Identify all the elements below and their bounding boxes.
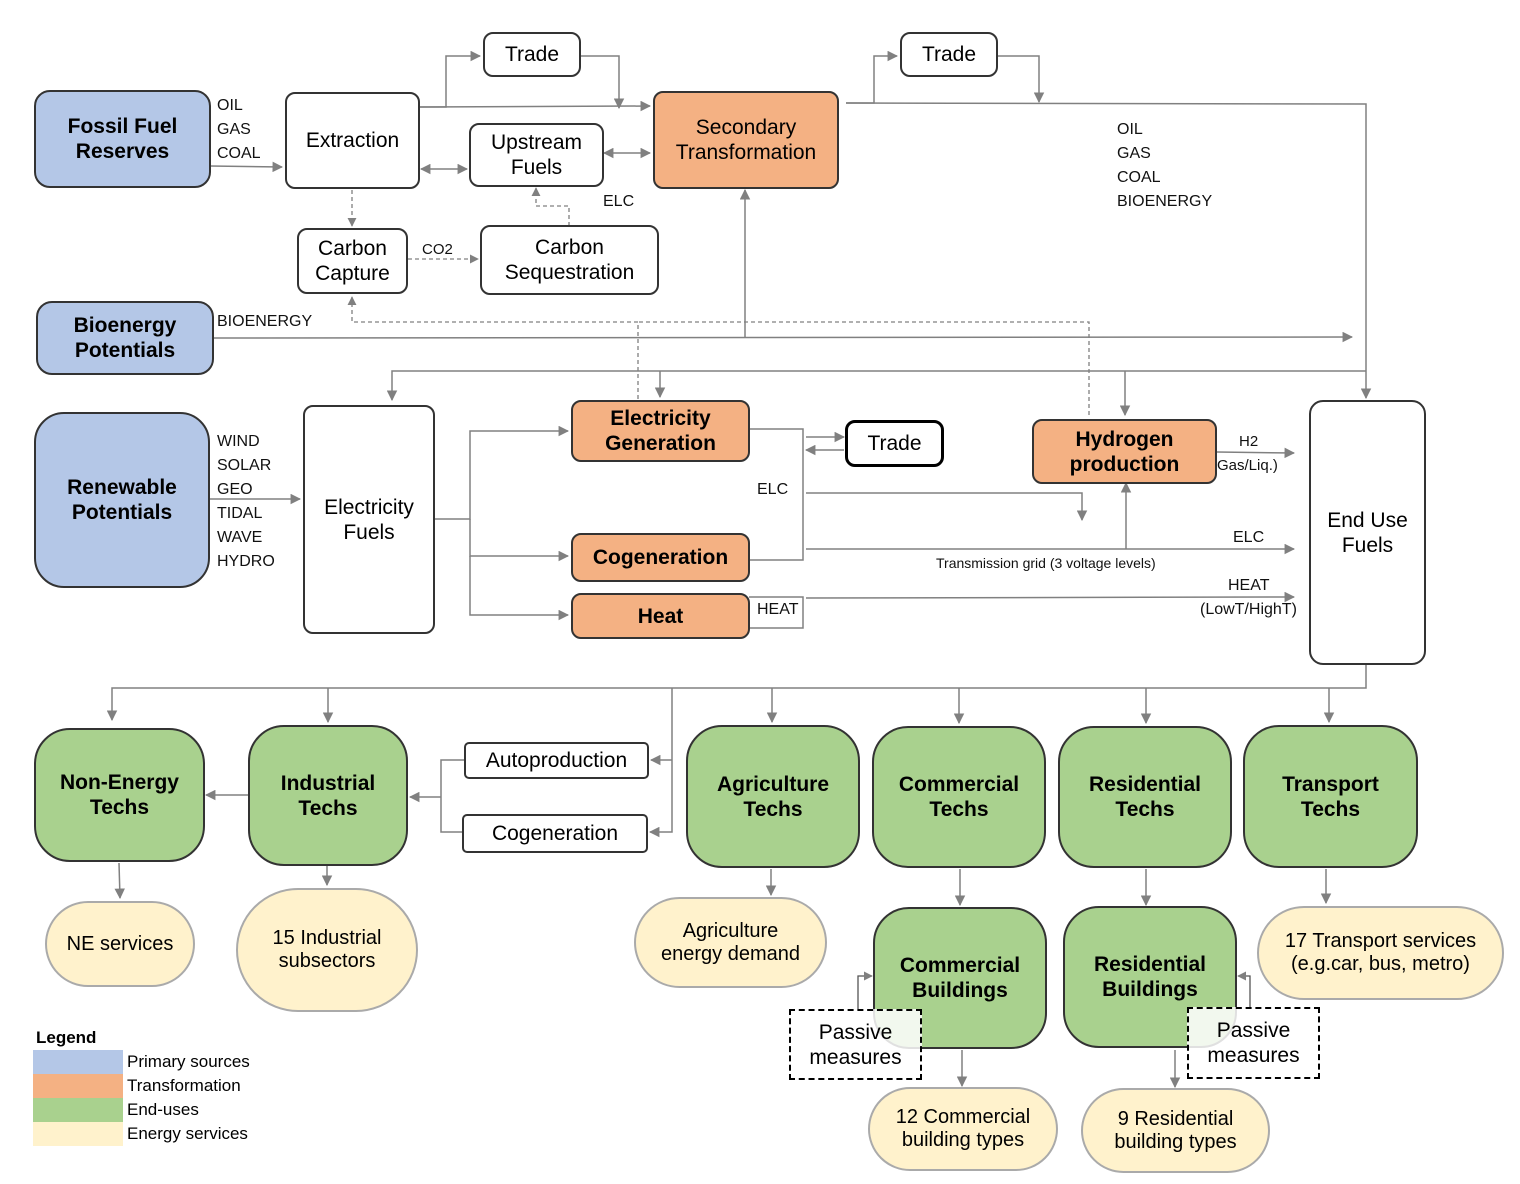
transport-services-node: 17 Transport services (e.g.car, bus, met… <box>1257 906 1504 1000</box>
carbon-capture-node: Carbon Capture <box>297 228 408 294</box>
trade-node-3: Trade <box>845 420 944 467</box>
agriculture-techs-node: Agriculture Techs <box>686 725 860 868</box>
heat-in-label: HEAT <box>757 601 799 618</box>
heat-out-label: HEAT <box>1228 577 1270 594</box>
legend-label-end-uses: End-uses <box>127 1100 199 1119</box>
hydrogen-production-node: Hydrogen production <box>1032 419 1217 484</box>
ne-services-node: NE services <box>45 901 195 987</box>
fossil-fuel-reserves-node: Fossil Fuel Reserves <box>34 90 211 188</box>
transport-techs-node: Transport Techs <box>1243 725 1418 868</box>
residential-techs-node: Residential Techs <box>1058 726 1232 868</box>
heat-levels-label: (LowT/HighT) <box>1200 601 1297 618</box>
legend-label-primary: Primary sources <box>127 1052 250 1071</box>
upstream-fuels-node: Upstream Fuels <box>469 123 604 187</box>
renewable-types-label: WIND SOLAR GEO TIDAL WAVE HYDRO <box>217 433 275 570</box>
non-energy-techs-node: Non-Energy Techs <box>34 728 205 862</box>
renewable-potentials-node: Renewable Potentials <box>34 412 210 588</box>
elc-upstream-label: ELC <box>603 193 635 210</box>
cogeneration-white-node: Cogeneration <box>462 814 648 853</box>
industrial-subsectors-node: 15 Industrial subsectors <box>236 888 418 1012</box>
elc-grid-label: ELC <box>1233 529 1265 546</box>
commercial-techs-node: Commercial Techs <box>872 726 1046 868</box>
industrial-techs-node: Industrial Techs <box>248 725 408 866</box>
commercial-building-types-node: 12 Commercial building types <box>868 1087 1058 1171</box>
co2-label: CO2 <box>422 241 453 258</box>
cogeneration-orange-node: Cogeneration <box>571 533 750 582</box>
legend-swatch-end-uses <box>33 1098 123 1122</box>
bioenergy-potentials-node: Bioenergy Potentials <box>36 301 214 375</box>
electricity-generation-node: Electricity Generation <box>571 400 750 462</box>
carbon-sequestration-node: Carbon Sequestration <box>480 225 659 295</box>
legend-swatch-transformation <box>33 1074 123 1098</box>
residential-building-types-node: 9 Residential building types <box>1081 1088 1270 1173</box>
agriculture-demand-node: Agriculture energy demand <box>634 897 827 988</box>
heat-node: Heat <box>571 593 750 639</box>
residential-buildings-node: Residential Buildings <box>1063 906 1237 1048</box>
extraction-node: Extraction <box>285 92 420 189</box>
legend-title: Legend <box>36 1028 97 1047</box>
transmission-grid-label: Transmission grid (3 voltage levels) <box>936 555 1156 571</box>
trade-node-1: Trade <box>483 32 581 77</box>
autoproduction-node: Autoproduction <box>464 742 649 779</box>
h2-form-label: Gas/Liq.) <box>1217 457 1278 474</box>
fossil-fuel-types-label: OIL GAS COAL <box>217 97 261 162</box>
secondary-outputs-label: OIL GAS COAL BIOENERGY <box>1117 121 1213 210</box>
legend-label-energy-services: Energy services <box>127 1124 248 1143</box>
legend-swatch-primary <box>33 1050 123 1074</box>
bioenergy-label: BIOENERGY <box>217 313 313 330</box>
elc-generation-label: ELC <box>757 481 789 498</box>
electricity-fuels-node: Electricity Fuels <box>303 405 435 634</box>
legend-label-transformation: Transformation <box>127 1076 241 1095</box>
end-use-fuels-node: End Use Fuels <box>1309 400 1426 665</box>
passive-measures-residential-node: Passive measures <box>1187 1007 1320 1079</box>
passive-measures-commercial-node: Passive measures <box>789 1009 922 1080</box>
trade-node-2: Trade <box>900 32 998 77</box>
h2-label: H2 <box>1239 433 1259 450</box>
secondary-transformation-node: Secondary Transformation <box>653 91 839 189</box>
legend-swatch-energy-services <box>33 1122 123 1146</box>
